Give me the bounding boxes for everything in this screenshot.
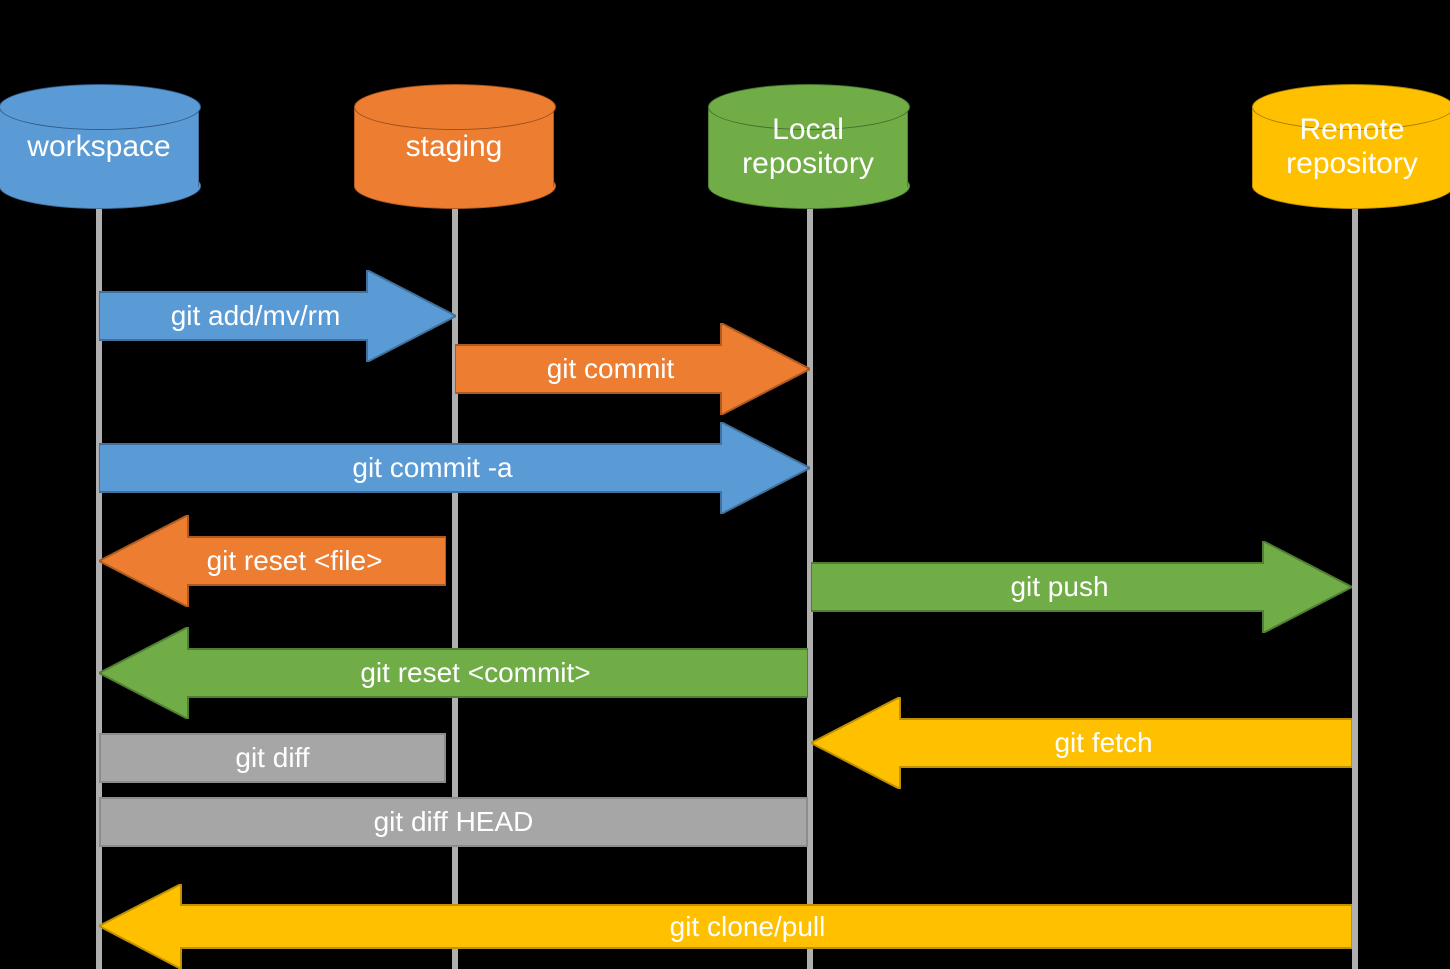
cylinder-top-ellipse — [0, 84, 201, 130]
left-arrow-icon — [811, 697, 1352, 789]
cylinder-top-ellipse — [354, 84, 556, 130]
left-arrow-icon — [99, 515, 446, 607]
flow-git-push[interactable]: git push — [811, 541, 1352, 633]
node-label-workspace: workspace — [27, 129, 171, 163]
right-arrow-icon — [99, 422, 810, 514]
node-staging[interactable]: staging — [354, 84, 556, 209]
lifeline-remote-repository — [1352, 190, 1358, 969]
lifeline-local-repository — [807, 190, 813, 969]
flow-git-commit-a[interactable]: git commit -a — [99, 422, 810, 514]
flow-git-reset-file[interactable]: git reset <file> — [99, 515, 446, 607]
flow-git-reset-commit[interactable]: git reset <commit> — [99, 627, 808, 719]
right-arrow-icon — [811, 541, 1352, 633]
bar-shape-icon — [99, 797, 808, 847]
flow-git-add[interactable]: git add/mv/rm — [99, 270, 456, 362]
cylinder-top-ellipse — [1252, 84, 1450, 130]
flow-git-diff-head[interactable]: git diff HEAD — [99, 797, 808, 847]
left-arrow-icon — [99, 627, 808, 719]
flow-git-commit[interactable]: git commit — [455, 323, 810, 415]
node-workspace[interactable]: workspace — [0, 84, 201, 209]
right-arrow-icon — [455, 323, 810, 415]
cylinder-top-ellipse — [708, 84, 910, 130]
lifeline-staging — [452, 190, 458, 969]
flow-git-fetch[interactable]: git fetch — [811, 697, 1352, 789]
node-local-repository[interactable]: Local repository — [708, 84, 910, 209]
lifeline-workspace — [96, 190, 102, 969]
node-label-staging: staging — [405, 129, 503, 163]
flow-git-clone-pull[interactable]: git clone/pull — [99, 884, 1352, 969]
node-label-local-repository: Local repository — [742, 112, 874, 180]
flow-git-diff[interactable]: git diff — [99, 733, 446, 783]
left-arrow-icon — [99, 884, 1352, 969]
node-remote-repository[interactable]: Remote repository — [1252, 84, 1450, 209]
node-label-remote-repository: Remote repository — [1286, 112, 1418, 180]
right-arrow-icon — [99, 270, 456, 362]
bar-shape-icon — [99, 733, 446, 783]
